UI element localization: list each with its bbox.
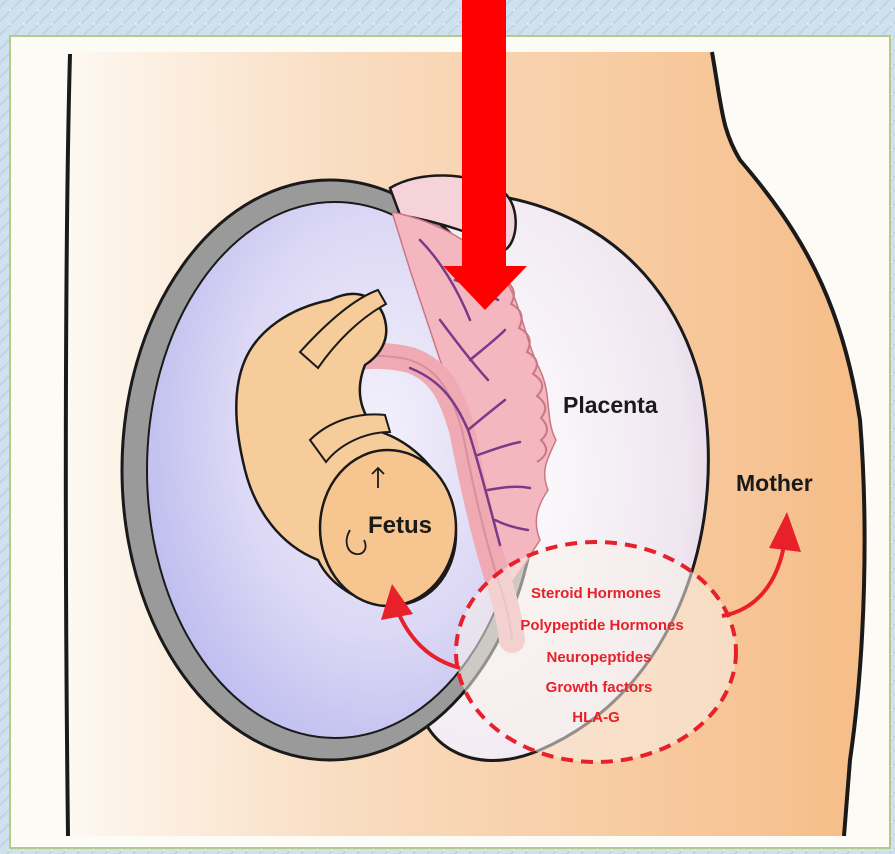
- fetus-label: Fetus: [368, 512, 432, 539]
- factor-growth-factors: Growth factors: [546, 679, 653, 696]
- mother-label: Mother: [736, 470, 813, 496]
- factor-hla-g: HLA-G: [572, 709, 620, 726]
- placenta-label: Placenta: [563, 392, 658, 418]
- factor-steroid-hormones: Steroid Hormones: [531, 585, 661, 602]
- factor-neuropeptides: Neuropeptides: [546, 649, 651, 666]
- factor-polypeptide-hormones: Polypeptide Hormones: [520, 617, 683, 634]
